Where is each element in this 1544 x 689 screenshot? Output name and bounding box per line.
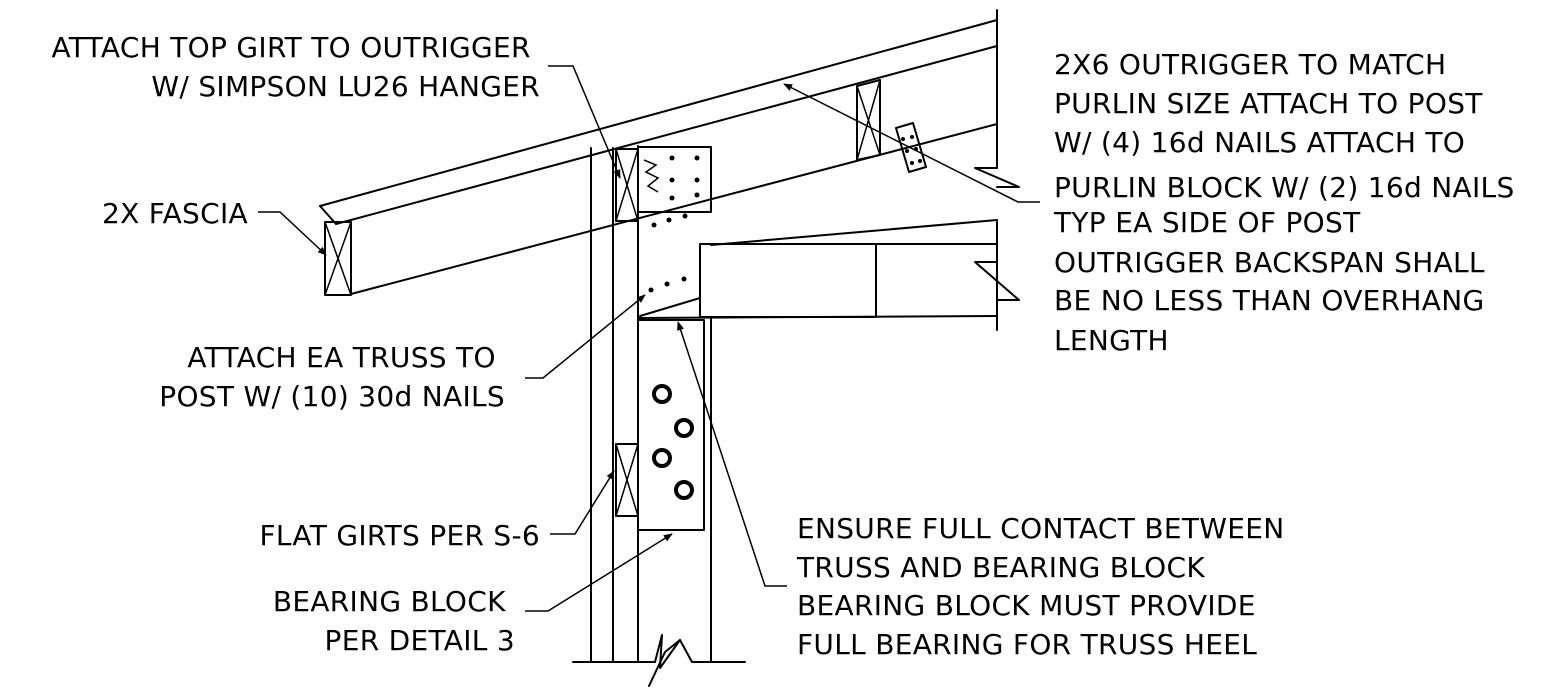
flat-girts-note: FLAT GIRTS PER S-6 <box>259 519 540 552</box>
fascia <box>324 221 352 296</box>
bearing-block-note: BEARING BLOCK PER DETAIL 3 <box>273 585 515 657</box>
fascia-note: 2X FASCIA <box>102 197 248 230</box>
top-girt-note: ATTACH TOP GIRT TO OUTRIGGER W/ SIMPSON … <box>51 31 540 103</box>
flat-girt <box>615 443 639 517</box>
outrigger <box>319 9 1020 295</box>
top-girt-hanger <box>615 146 712 222</box>
contact-note: ENSURE FULL CONTACT BETWEEN TRUSS AND BE… <box>796 512 1294 661</box>
leaders <box>258 65 1040 612</box>
post <box>572 145 746 687</box>
bearing-block <box>637 319 705 531</box>
truss-attach-note: ATTACH EA TRUSS TO POST W/ (10) 30d NAIL… <box>159 341 505 413</box>
outrigger-note: 2X6 OUTRIGGER TO MATCH PURLIN SIZE ATTAC… <box>1053 48 1524 357</box>
purlin-block <box>856 79 927 173</box>
truss <box>637 213 1020 331</box>
